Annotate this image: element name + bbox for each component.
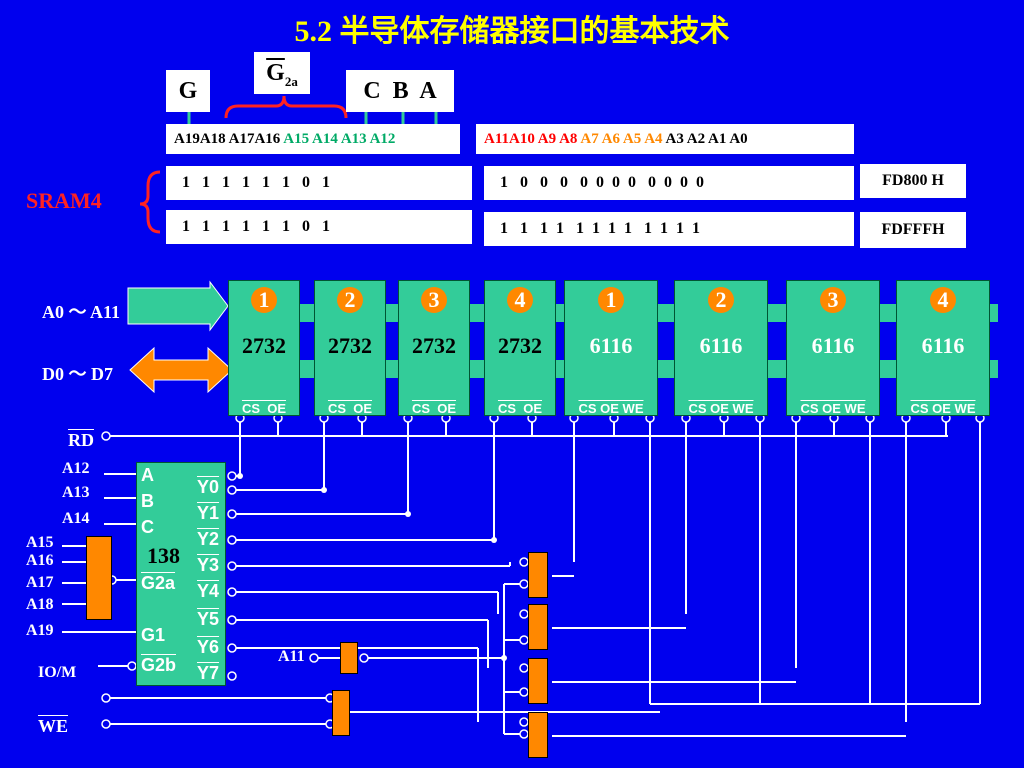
chip-type: 6116 <box>811 333 855 358</box>
low-address-header: A11A10 A9 A8 A7 A6 A5 A4 A3 A2 A1 A0 <box>476 124 854 154</box>
decoder-output-y0: Y0 <box>197 477 220 497</box>
chip-pins: CS OE <box>327 401 373 416</box>
sram1-select-gate <box>528 552 548 598</box>
decoder-input-g1: G1 <box>141 625 166 645</box>
a16-label: A16 <box>26 552 54 569</box>
sram-chip-2: 2 6116 CS OE WE <box>674 280 768 416</box>
nand-gate-a15-a19 <box>86 536 112 620</box>
decoder-output-y3: Y3 <box>197 555 220 575</box>
sram2-select-gate <box>528 604 548 650</box>
chip-pins: CS OE WE <box>800 401 866 416</box>
high-address-header: A19A18 A17A16 A15 A14 A13 A12 <box>166 124 460 154</box>
chip-number: 4 <box>930 287 956 313</box>
g-group-label: G <box>166 70 210 112</box>
sram4-label: SRAM4 <box>26 188 102 213</box>
cba-group-label: C B A <box>346 70 454 112</box>
a15-label: A15 <box>26 534 54 551</box>
chip-number: 1 <box>251 287 277 313</box>
iom-label: IO/M <box>38 664 77 681</box>
sram3-select-gate <box>528 658 548 704</box>
decoder-138: A B C 138 G2a G1 G2b Y0 Y1 Y2 Y3 Y4 Y5 Y… <box>136 462 226 686</box>
a18-label: A18 <box>26 596 54 613</box>
a13-label: A13 <box>62 484 90 501</box>
a17-label: A17 <box>26 574 54 591</box>
a12-label: A12 <box>62 460 90 477</box>
a11-label: A11 <box>278 648 305 665</box>
g2a-group-label: G2a <box>254 52 310 94</box>
address-start-hex: FD800 H <box>860 164 966 198</box>
decoder-name: 138 <box>147 543 180 568</box>
iom-we-gate <box>332 690 350 736</box>
a11-inverter-gate <box>340 642 358 674</box>
sram4-select-gate <box>528 712 548 758</box>
decoder-output-y2: Y2 <box>197 529 220 549</box>
decoder-output-y4: Y4 <box>197 581 220 601</box>
sram-chip-1: 1 6116 CS OE WE <box>564 280 658 416</box>
decoder-input-g2b: G2b <box>141 655 177 675</box>
chip-type: 2732 <box>328 333 372 358</box>
address-row-end-low: 1 1 1 1 1 1 1 1 1 1 1 1 <box>484 212 854 246</box>
chip-pins: CS OE WE <box>578 401 644 416</box>
chip-number: 1 <box>598 287 624 313</box>
a19-label: A19 <box>26 622 54 639</box>
address-end-hex: FDFFFH <box>860 212 966 248</box>
eprom-chip-3: 3 2732 CS OE <box>398 280 470 416</box>
chip-pins: CS OE WE <box>688 401 754 416</box>
chip-type: 6116 <box>699 333 743 358</box>
chip-number: 4 <box>507 287 533 313</box>
page-title: 5.2 半导体存储器接口的基本技术 <box>294 15 730 48</box>
decoder-output-y1: Y1 <box>197 503 220 523</box>
address-row-end-high: 1 1 1 1 1 1 0 1 <box>166 210 472 244</box>
we-label: WE <box>38 716 69 736</box>
chip-number: 3 <box>820 287 846 313</box>
rd-signal-label: RD <box>68 430 94 450</box>
chip-pins: CS OE WE <box>910 401 976 416</box>
chip-pins: CS OE <box>411 401 457 416</box>
sram-chip-4: 4 6116 CS OE WE <box>896 280 990 416</box>
chip-pins: CS OE <box>241 401 287 416</box>
chip-type: 2732 <box>498 333 542 358</box>
data-bus-label: D0 ～ D7 <box>42 364 113 384</box>
decoder-input-c: C <box>141 517 154 537</box>
decoder-input-b: B <box>141 491 154 511</box>
a14-label: A14 <box>62 510 90 527</box>
chip-type: 2732 <box>242 333 286 358</box>
decoder-input-a: A <box>141 465 154 485</box>
chip-type: 2732 <box>412 333 456 358</box>
decoder-output-y7: Y7 <box>197 663 220 683</box>
address-row-start-high: 1 1 1 1 1 1 0 1 <box>166 166 472 200</box>
chip-type: 6116 <box>921 333 965 358</box>
decoder-output-y6: Y6 <box>197 637 220 657</box>
address-row-start-low: 1 0 0 0 0 0 0 0 0 0 0 0 <box>484 166 854 200</box>
decoder-input-g2a: G2a <box>141 573 176 593</box>
sram-chip-3: 3 6116 CS OE WE <box>786 280 880 416</box>
chip-number: 2 <box>337 287 363 313</box>
chip-type: 6116 <box>589 333 633 358</box>
chip-number: 3 <box>421 287 447 313</box>
decoder-output-y5: Y5 <box>197 609 220 629</box>
eprom-chip-1: 1 2732 CS OE <box>228 280 300 416</box>
address-bus-label: A0 ～ A11 <box>42 302 121 322</box>
chip-pins: CS OE <box>497 401 543 416</box>
chip-number: 2 <box>708 287 734 313</box>
eprom-chip-2: 2 2732 CS OE <box>314 280 386 416</box>
eprom-chip-4: 4 2732 CS OE <box>484 280 556 416</box>
